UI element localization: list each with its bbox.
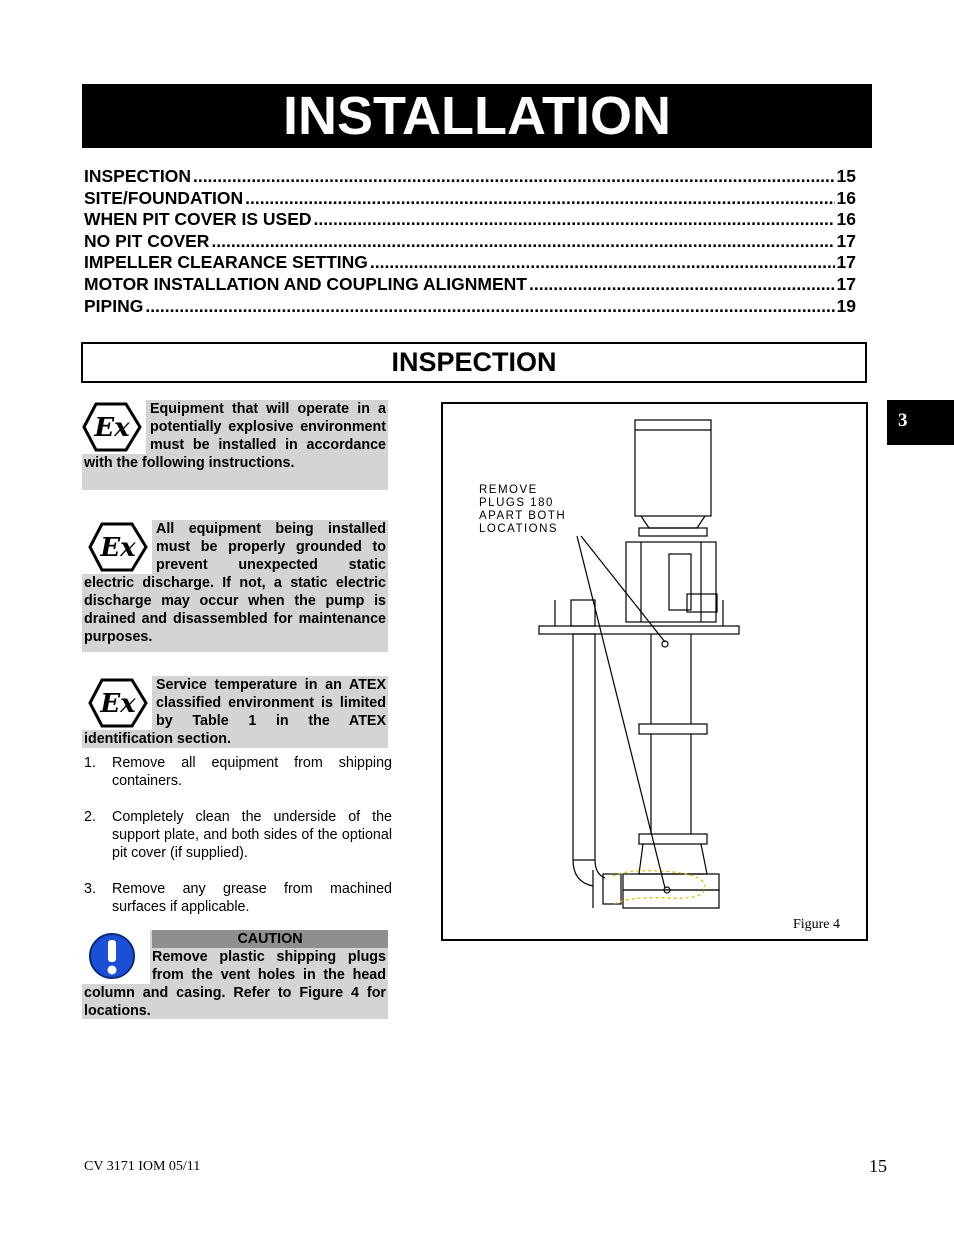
caution-header: CAUTION: [152, 930, 388, 948]
toc-label: WHEN PIT COVER IS USED: [84, 209, 312, 230]
caution-text: Remove plastic shipping plugs from the v…: [84, 949, 386, 1019]
toc-label: SITE/FOUNDATION: [84, 187, 244, 208]
list-item: 2. Completely clean the underside of the…: [84, 808, 392, 862]
toc-row[interactable]: MOTOR INSTALLATION AND COUPLING ALIGNMEN…: [84, 274, 856, 296]
atex-note: Ex All equipment being installed must be…: [82, 520, 388, 652]
chapter-tab-number: 3: [898, 410, 908, 431]
list-item: 3. Remove any grease from machined surfa…: [84, 880, 392, 916]
note-text: Service temperature in an ATEX classifie…: [84, 677, 386, 747]
toc-label: INSPECTION: [84, 166, 191, 186]
toc-page: 17: [836, 230, 856, 251]
footer-doc-id: CV 3171 IOM 05/11: [84, 1159, 201, 1174]
toc-label: MOTOR INSTALLATION AND COUPLING ALIGNMEN…: [84, 273, 527, 294]
svg-text:Ex: Ex: [93, 413, 130, 443]
atex-note: Ex Equipment that will operate in a pote…: [82, 400, 388, 490]
figure-callout: REMOVE PLUGS 180 APART BOTH LOCATIONS: [479, 484, 567, 535]
step-text: Remove any grease from machined surfaces…: [112, 881, 392, 915]
step-text: Completely clean the underside of the su…: [112, 809, 392, 861]
list-item: 1. Remove all equipment from shipping co…: [84, 754, 392, 790]
toc-row[interactable]: SITE/FOUNDATION 16: [84, 188, 856, 210]
step-text: Remove all equipment from shipping conta…: [112, 755, 392, 789]
step-number: 1.: [84, 755, 96, 771]
exclamation-icon: [82, 930, 150, 984]
step-number: 2.: [84, 809, 96, 825]
toc-row[interactable]: PIPING 19: [84, 296, 856, 318]
figure-caption: Figure 4: [792, 917, 840, 932]
toc-page: 17: [836, 252, 856, 273]
note-text: Equipment that will operate in a potenti…: [84, 401, 386, 471]
toc-row[interactable]: WHEN PIT COVER IS USED 16: [84, 209, 856, 231]
toc-page: 17: [836, 273, 856, 294]
svg-text:Ex: Ex: [99, 689, 136, 719]
svg-text:Ex: Ex: [99, 533, 136, 563]
toc-row[interactable]: IMPELLER CLEARANCE SETTING 17: [84, 252, 856, 274]
atex-note: Ex Service temperature in an ATEX classi…: [82, 676, 388, 748]
caution-note: CAUTION Remove plastic shipping plugs fr…: [82, 930, 388, 1019]
pump-drawing: [538, 419, 740, 909]
inspection-steps: 1. Remove all equipment from shipping co…: [84, 754, 392, 934]
toc-page: 16: [836, 187, 856, 208]
atex-ex-icon: Ex: [82, 676, 152, 730]
chapter-tab: 3: [887, 400, 954, 445]
atex-ex-icon: Ex: [82, 400, 146, 454]
page-title: INSTALLATION: [283, 86, 671, 146]
footer-page-number: 15: [869, 1156, 887, 1176]
section-heading: INSPECTION: [391, 347, 557, 377]
toc-label: NO PIT COVER: [84, 230, 210, 251]
page-title-bar: INSTALLATION: [82, 84, 872, 148]
toc-label: PIPING: [84, 295, 144, 316]
atex-ex-icon: Ex: [82, 520, 152, 574]
toc-row[interactable]: INSPECTION 15: [84, 166, 856, 188]
toc-page: 19: [836, 295, 856, 316]
step-number: 3.: [84, 881, 96, 897]
note-text: All equipment being installed must be pr…: [84, 521, 386, 645]
toc-label: IMPELLER CLEARANCE SETTING: [84, 252, 368, 273]
toc-page: 15: [836, 166, 856, 186]
toc-row[interactable]: NO PIT COVER 17: [84, 231, 856, 253]
section-heading-box: INSPECTION: [81, 342, 867, 383]
figure-4: REMOVE PLUGS 180 APART BOTH LOCATIONS: [441, 402, 868, 941]
table-of-contents: INSPECTION 15 SITE/FOUNDATION 16 WHEN PIT …: [84, 166, 856, 317]
toc-page: 16: [836, 209, 856, 230]
